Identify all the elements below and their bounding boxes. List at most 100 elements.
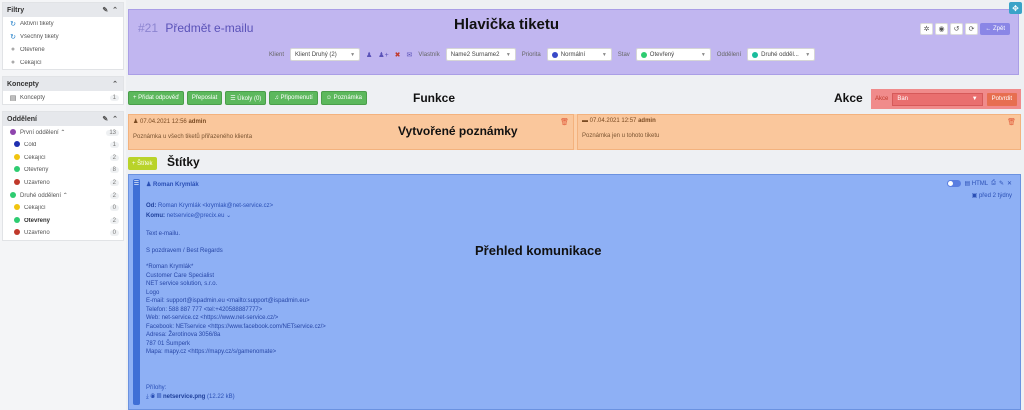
actions-select[interactable]: Ban▼ bbox=[892, 92, 983, 106]
client-mail-icon[interactable]: ✉ bbox=[406, 51, 413, 59]
status-dot-icon bbox=[9, 128, 17, 137]
department-item-label: Druhé oddělení ⌃ bbox=[20, 193, 68, 199]
count-badge: 2 bbox=[109, 154, 119, 161]
client-remove-icon[interactable]: ✖ bbox=[394, 51, 401, 59]
color-dot bbox=[10, 128, 16, 135]
count-badge: 13 bbox=[106, 129, 119, 136]
html-text: HTML bbox=[971, 181, 989, 187]
notes-area: ♟ 07.04.2021 12:56 admin Poznámka u všec… bbox=[128, 114, 1021, 150]
message-strip[interactable]: ☰ bbox=[133, 179, 140, 405]
color-dot bbox=[10, 191, 16, 198]
departments-header[interactable]: Oddělení ✎ ⌃ bbox=[3, 112, 123, 126]
header-overlay-label: Hlavička tiketu bbox=[454, 16, 560, 33]
drafts-collapse-icon[interactable]: ⌃ bbox=[112, 81, 119, 88]
actions-bar: Akce Ban▼ Potvrdit bbox=[871, 89, 1021, 109]
refresh-icon: ↻ bbox=[10, 33, 16, 41]
forward-button[interactable]: Přeposlat bbox=[186, 91, 223, 105]
client-add-icon[interactable]: ♟+ bbox=[378, 51, 389, 59]
count-badge: 8 bbox=[109, 167, 119, 174]
note-meta: ▬ 07.04.2021 12:57 admin bbox=[582, 118, 656, 124]
department-item-label: Uzavřeno bbox=[24, 179, 50, 186]
message-line: 787 01 Šumperk bbox=[146, 340, 191, 347]
attachment-item[interactable]: ⤓ ◉ ▤ netservice.png (12.22 kB) bbox=[146, 394, 235, 400]
actions-overlay-label: Akce bbox=[834, 91, 863, 105]
move-icon[interactable]: ✥ bbox=[1009, 2, 1022, 14]
status-dot-icon bbox=[13, 166, 21, 174]
to-value[interactable]: netservice@precix.eu ⌄ bbox=[166, 213, 232, 219]
color-dot bbox=[14, 153, 20, 160]
filter-item[interactable]: ●Čekající bbox=[3, 56, 123, 69]
departments-title: Oddělení bbox=[7, 115, 37, 123]
message-author: ♟ Roman Krymlák bbox=[146, 182, 199, 188]
to-line: Komu: netservice@precix.eu ⌄ bbox=[146, 212, 1012, 220]
header-icon-toolbar: ✲◉↺⟳ bbox=[920, 23, 978, 35]
header-fields: Klient Klient Druhý (2)▼ ♟ ♟+ ✖ ✉ Vlastn… bbox=[269, 48, 816, 61]
ticket-title: #21 Předmět e-mailu bbox=[138, 21, 253, 35]
edit-icon[interactable]: ✎ bbox=[998, 181, 1004, 187]
tasks-button[interactable]: ☰ Úkoly (0) bbox=[225, 91, 267, 105]
attachment-size: (12.22 kB) bbox=[207, 394, 235, 400]
status-dot-icon bbox=[9, 191, 17, 200]
filter-item[interactable]: ↻Aktivní tikety bbox=[3, 17, 123, 30]
drafts-title: Koncepty bbox=[7, 80, 39, 88]
department-item[interactable]: První oddělení ⌃13 bbox=[3, 126, 123, 139]
author-name: Roman Krymlák bbox=[153, 182, 199, 188]
note-button[interactable]: ☺ Poznámka bbox=[320, 91, 367, 105]
filter-item[interactable]: ↻Všechny tikety bbox=[3, 30, 123, 43]
priority-select[interactable]: Normální▼ bbox=[546, 48, 612, 61]
department-item-label: Cold bbox=[24, 142, 37, 149]
reminder-button[interactable]: ♫ Připomenutí bbox=[269, 91, 318, 105]
print-icon[interactable]: ⎙ bbox=[991, 180, 996, 186]
filter-item[interactable]: ●Otevřené bbox=[3, 43, 123, 56]
status-dot-icon bbox=[13, 204, 21, 212]
close-icon[interactable]: ✕ bbox=[1006, 181, 1012, 187]
attachment-name[interactable]: netservice.png bbox=[162, 394, 206, 400]
drafts-header[interactable]: Koncepty ⌃ bbox=[3, 77, 123, 91]
refresh-icon[interactable]: ⟳ bbox=[965, 23, 978, 35]
html-toggle[interactable] bbox=[947, 180, 962, 187]
trash-icon[interactable]: 🗑 bbox=[560, 119, 569, 126]
functions-overlay-label: Funkce bbox=[413, 91, 456, 105]
filter-item-label: Aktivní tikety bbox=[20, 20, 54, 27]
owner-select[interactable]: Name2 Surname2▼ bbox=[445, 48, 516, 61]
trash-icon[interactable]: 🗑 bbox=[1007, 119, 1016, 126]
message-body: ♟ Roman Krymlák Od: Roman Krymlák <kryml… bbox=[146, 181, 1012, 405]
ticket-subject[interactable]: Předmět e-mailu bbox=[165, 21, 254, 35]
add-tag-button[interactable]: + Štítek bbox=[128, 157, 157, 170]
client-label: Klient bbox=[269, 51, 285, 58]
menu-icon[interactable]: ☰ bbox=[133, 181, 140, 187]
chevron-down-icon: ▼ bbox=[350, 51, 356, 58]
client-select[interactable]: Klient Druhý (2)▼ bbox=[290, 48, 361, 61]
attachments: Přílohy: ⤓ ◉ ▤ netservice.png (12.22 kB) bbox=[146, 385, 235, 401]
confirm-action-button[interactable]: Potvrdit bbox=[986, 92, 1017, 106]
add-reply-button[interactable]: + Přidat odpověď bbox=[128, 91, 184, 105]
owner-value: Name2 Surname2 bbox=[450, 51, 500, 58]
client-detail-icon[interactable]: ♟ bbox=[366, 51, 373, 59]
back-button[interactable]: ← Zpět bbox=[980, 23, 1010, 35]
filters-tools-icon[interactable]: ✎ ⌃ bbox=[102, 7, 119, 14]
settings-icon[interactable]: ✲ bbox=[920, 23, 933, 35]
history-icon[interactable]: ↺ bbox=[950, 23, 963, 35]
message-line: *Roman Krymlák* bbox=[146, 264, 194, 270]
note-text: Poznámka u všech tiketů přiřazeného klie… bbox=[133, 134, 253, 140]
department-select[interactable]: Druhé odděl...▼ bbox=[747, 48, 816, 61]
department-item[interactable]: Druhé oddělení ⌃2 bbox=[3, 189, 123, 202]
state-select[interactable]: Otevřený▼ bbox=[635, 48, 711, 61]
filters-header[interactable]: Filtry ✎ ⌃ bbox=[3, 3, 123, 17]
message-line: Customer Care Specialist bbox=[146, 272, 215, 279]
from-line: Od: Roman Krymlák <krymlak@net-service.c… bbox=[146, 202, 1012, 210]
departments-tools-icon[interactable]: ✎ ⌃ bbox=[102, 116, 119, 123]
view-icon[interactable]: ◉ bbox=[935, 23, 948, 35]
filters-list: ↻Aktivní tikety↻Všechny tikety●Otevřené●… bbox=[3, 17, 123, 69]
